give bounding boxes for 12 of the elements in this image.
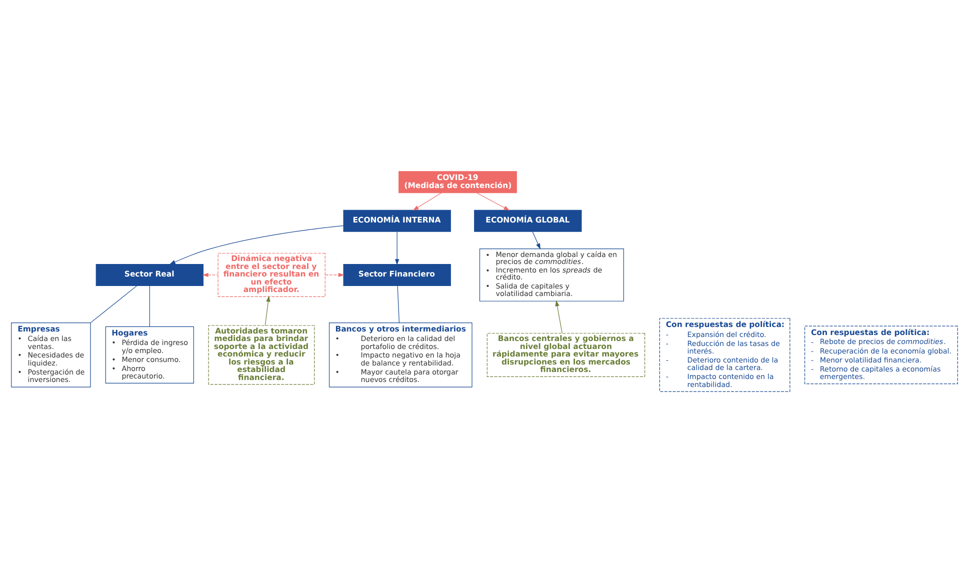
arrow (168, 225, 344, 265)
arrow (264, 296, 270, 326)
arrow (324, 272, 344, 278)
arrow (476, 192, 510, 211)
arrow (532, 231, 540, 250)
arrow (412, 192, 442, 211)
connector (148, 285, 150, 327)
arrow (554, 300, 562, 334)
arrow (394, 231, 399, 266)
connector (90, 285, 137, 324)
connector (396, 285, 400, 324)
arrow (202, 272, 218, 278)
